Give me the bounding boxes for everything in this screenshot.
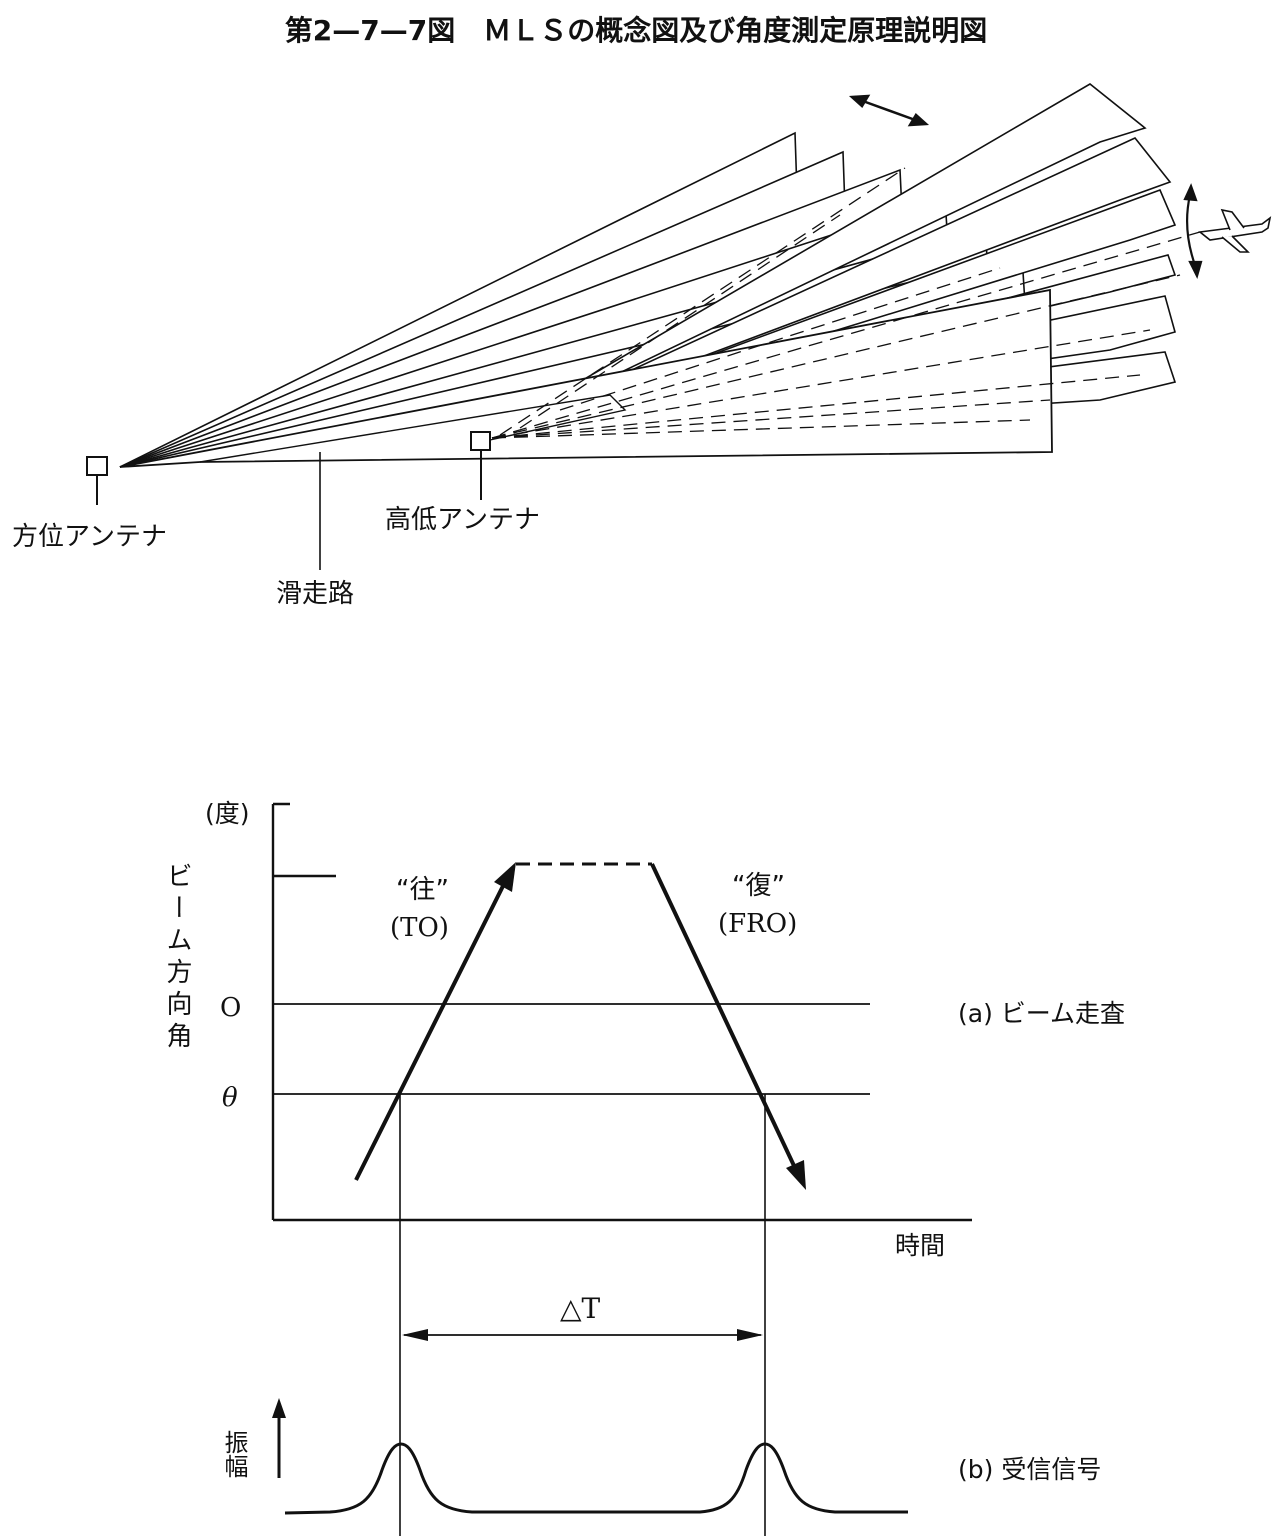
to-label: “往”: [396, 875, 449, 905]
azimuth-antenna-box: [86, 456, 108, 476]
fro-label: “復”: [732, 871, 785, 901]
mls-concept-diagram: 方位アンテナ 高低アンテナ 滑走路: [12, 83, 1272, 609]
y-axis-title: ビーム方向角: [162, 862, 192, 1054]
double-arrow-vertical: [1183, 183, 1203, 280]
approach-dashed-lines: [491, 167, 1201, 439]
to-scan-arrow: [354, 862, 516, 1181]
azimuth-coverage-plane: [119, 288, 1053, 468]
fro-scan-arrow: [650, 863, 806, 1190]
elevation-antenna-box: [470, 431, 491, 451]
airplane-icon: [1198, 208, 1272, 253]
figure-title: 第2—7—7図 ＭＬＳの概念図及び角度測定原理説明図: [285, 14, 987, 47]
y-tick-zero: O: [220, 993, 241, 1023]
elevation-antenna-label: 高低アンテナ: [385, 505, 540, 535]
runway-label: 滑走路: [276, 579, 354, 609]
received-signal-curve: [284, 1442, 908, 1515]
delta-t-dimension: △T: [402, 1292, 763, 1341]
x-axis-title: 時間: [895, 1231, 945, 1260]
y-tick-theta: θ: [222, 1083, 238, 1113]
delta-t-label: △T: [560, 1292, 601, 1325]
double-arrow-horizontal: [848, 94, 930, 127]
azimuth-antenna-label: 方位アンテナ: [12, 522, 167, 552]
amplitude-arrow: [272, 1398, 286, 1478]
y-unit-label: (度): [205, 799, 250, 828]
runway-outline: [199, 394, 627, 463]
elevation-beam-1: [479, 83, 1147, 441]
beam-scan-caption: (a) ビーム走査: [958, 999, 1125, 1028]
to-label-en: (TO): [390, 913, 449, 943]
beam-scan-chart: (度) ビーム方向角 O θ “往” (TO) “復” (FRO) (a) ビー…: [162, 799, 1125, 1260]
received-signal-caption: (b) 受信信号: [958, 1455, 1101, 1484]
fro-label-en: (FRO): [718, 909, 797, 939]
received-signal-chart: 振幅 (b) 受信信号: [220, 1398, 1101, 1515]
elevation-beam-2: [479, 137, 1172, 441]
amplitude-title: 振幅: [220, 1430, 248, 1478]
